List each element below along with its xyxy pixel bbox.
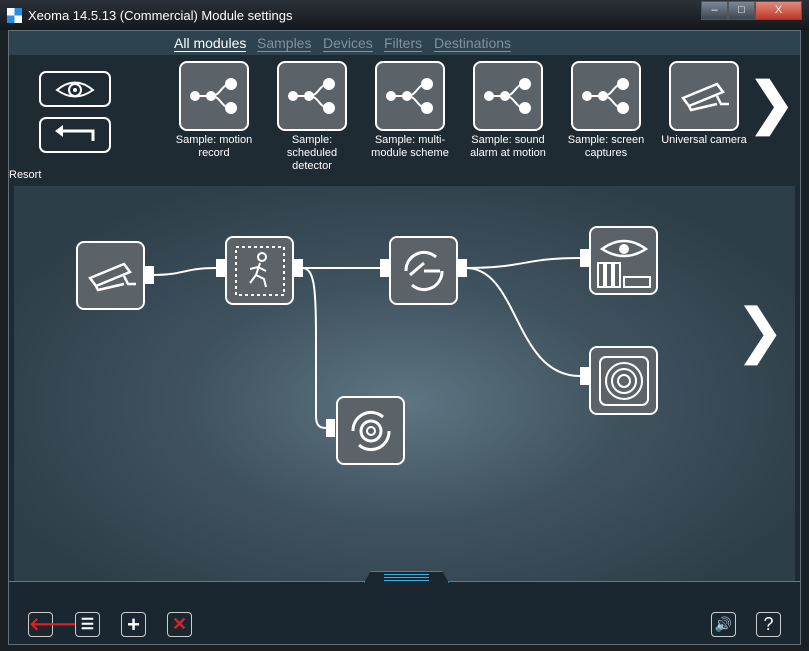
module-label: Sample: sound alarm at motion <box>470 134 546 159</box>
connections <box>145 249 589 437</box>
return-button[interactable] <box>39 117 111 153</box>
tab-destinations[interactable]: Destinations <box>434 35 512 52</box>
view-button[interactable] <box>39 71 111 107</box>
scheme-icon <box>386 78 433 114</box>
module-label: Sample: motion record <box>175 134 253 159</box>
module-icon <box>179 61 249 131</box>
maximize-button[interactable]: □ <box>728 1 755 20</box>
module-settings-panel: All modules Samples Devices Filters Dest… <box>8 30 801 645</box>
module-label: Sample: scheduled detector <box>286 134 338 172</box>
scheme-canvas: ❯ <box>14 186 795 581</box>
close-button[interactable]: X <box>755 1 802 20</box>
connection-motion-timer <box>301 267 327 429</box>
app-icon <box>7 8 22 23</box>
module-item[interactable]: Sample: screen captures <box>561 61 651 160</box>
motion-detector-icon <box>234 245 285 296</box>
add-button[interactable]: + <box>121 612 146 637</box>
connection-camera-motion <box>152 267 217 276</box>
camera-icon <box>87 261 136 291</box>
node-timer[interactable] <box>336 396 405 465</box>
timer-icon <box>350 410 391 451</box>
canvas-next-arrow[interactable]: ❯ <box>734 297 785 364</box>
tab-all-modules[interactable]: All modules <box>174 35 247 52</box>
node-sound-alarm[interactable] <box>589 346 658 415</box>
camera-icon <box>681 82 729 112</box>
tab-filters[interactable]: Filters <box>384 35 423 52</box>
module-icon <box>277 61 347 131</box>
category-tabs: All modules Samples Devices Filters Dest… <box>9 31 800 55</box>
connection-scheduler-sound <box>465 267 581 377</box>
module-label: Sample: multi-module scheme <box>371 134 449 159</box>
panel-handle[interactable] <box>364 571 449 583</box>
eye-icon <box>55 81 95 98</box>
node-universal-camera[interactable] <box>76 241 145 310</box>
module-label: Sample: screen captures <box>567 134 645 159</box>
node-preview-archive[interactable] <box>589 226 658 295</box>
module-item[interactable]: Universal camera <box>659 61 749 147</box>
module-icon <box>375 61 445 131</box>
return-arrow-icon <box>55 125 95 141</box>
scheme-icon <box>484 78 531 114</box>
module-icon <box>473 61 543 131</box>
module-item[interactable]: Sample: multi-module scheme <box>365 61 455 160</box>
scheduler-icon <box>403 250 444 291</box>
scheme-icon <box>582 78 629 114</box>
bottom-toolbar: 🡐 ☰ + ✕ 🔊 ? <box>9 571 800 644</box>
scheme-icon <box>288 78 335 114</box>
modules-next-arrow[interactable]: ❯ <box>748 71 795 134</box>
scheme-icon <box>190 78 237 114</box>
minimize-button[interactable]: – <box>701 1 728 20</box>
tab-samples[interactable]: Samples <box>257 35 312 52</box>
title-bar: Xeoma 14.5.13 (Commercial) Module settin… <box>0 0 809 30</box>
window-title: Xeoma 14.5.13 (Commercial) Module settin… <box>28 8 293 23</box>
module-icon <box>571 61 641 131</box>
module-item[interactable]: Sample: sound alarm at motion <box>463 61 553 160</box>
module-item[interactable]: Sample: motion record <box>169 61 259 160</box>
speaker-icon <box>598 355 649 406</box>
module-item[interactable]: Sample: scheduled detector <box>267 61 357 173</box>
module-label: Universal camera <box>661 134 747 146</box>
back-button[interactable]: 🡐 <box>28 612 77 637</box>
sound-button[interactable]: 🔊 <box>711 612 736 637</box>
connection-scheduler-archive <box>465 257 581 269</box>
tab-devices[interactable]: Devices <box>323 35 373 52</box>
node-motion-detector[interactable] <box>225 236 294 305</box>
list-button[interactable]: ☰ <box>75 612 100 637</box>
module-icon <box>669 61 739 131</box>
delete-button[interactable]: ✕ <box>167 612 192 637</box>
node-scheduler[interactable] <box>389 236 458 305</box>
module-toolbar: Resort Sample: motion record Sample: sche… <box>9 55 800 186</box>
help-button[interactable]: ? <box>756 612 781 637</box>
archive-eye-icon <box>596 239 651 288</box>
resort-label[interactable]: Resort <box>9 169 42 181</box>
